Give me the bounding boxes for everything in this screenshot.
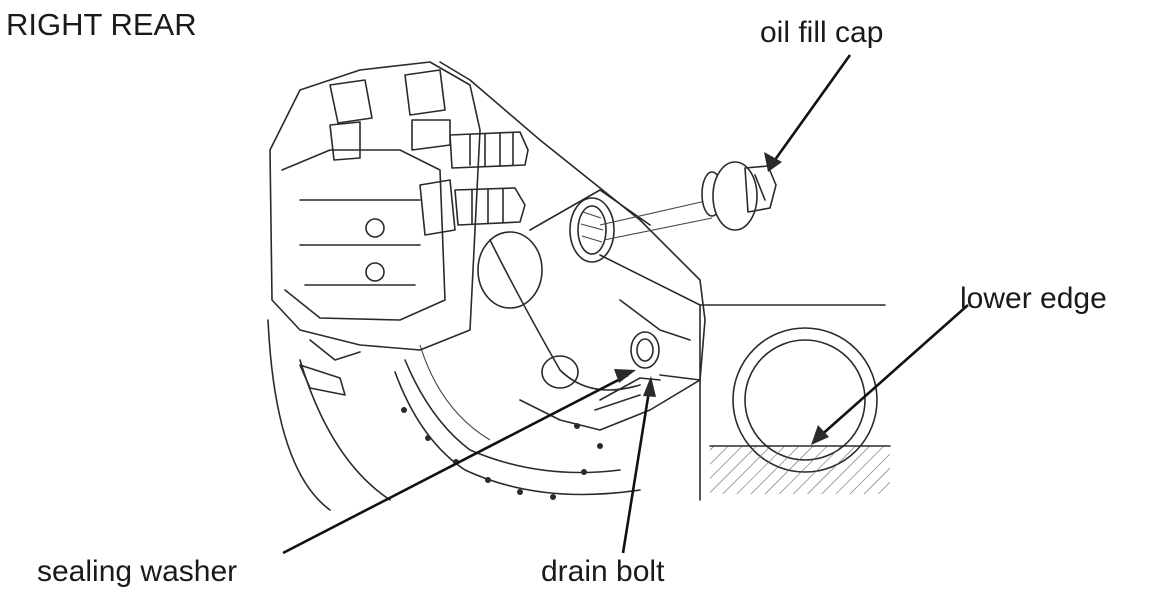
final-drive-housing [439,61,706,431]
label-drain-bolt: drain bolt [541,555,665,588]
oil-fill-cap [599,161,777,241]
label-lower-edge: lower edge [960,282,1107,315]
oil-level-inset [599,254,891,501]
brake-disc [267,319,641,511]
brake-caliper [269,61,529,396]
label-oil-fill-cap: oil fill cap [760,16,884,49]
label-sealing-washer: sealing washer [37,555,238,588]
leader-lines [282,54,969,555]
diagram-title: RIGHT REAR [6,7,197,42]
